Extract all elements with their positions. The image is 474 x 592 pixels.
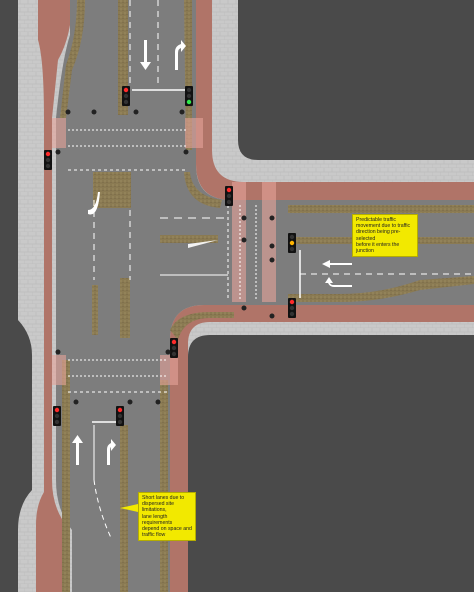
callout-2-line-1: Short lanes due to [142, 495, 185, 501]
signal-west [44, 150, 52, 170]
callout-2-line-3: lane length requirements [142, 513, 173, 526]
callout-2-line-2: dispersed site limitations, [142, 501, 175, 514]
callout-1-line-4: before it enters the junction [356, 241, 400, 255]
callout-2-line-4: depend on space and [142, 526, 192, 533]
callout-2-line-5: traffic flow [142, 532, 166, 539]
signal-south-1 [53, 406, 61, 426]
cycle-track [36, 0, 474, 592]
callout-1-line-1: Predictable traffic [356, 217, 396, 223]
crossing-posts [55, 109, 275, 405]
callout-predictable-traffic: Predictable traffic movement due to traf… [352, 214, 418, 258]
signal-north-2 [185, 86, 193, 106]
callout-short-lanes: Short lanes due to dispersed site limita… [138, 492, 196, 542]
callout-1-line-3: direction being pre-selected [356, 229, 401, 242]
direction-arrows [72, 40, 352, 465]
signal-east-3 [288, 298, 296, 318]
callout-2-pointer [120, 504, 138, 512]
signal-east-2 [288, 233, 296, 253]
road-markings [68, 0, 474, 541]
crossing-pads [52, 118, 276, 385]
signal-mid [170, 338, 178, 358]
signal-south-2 [116, 406, 124, 426]
signal-east-1 [225, 186, 233, 206]
callout-1-line-2: movement due to traffic [356, 223, 411, 230]
signal-north-1 [122, 86, 130, 106]
